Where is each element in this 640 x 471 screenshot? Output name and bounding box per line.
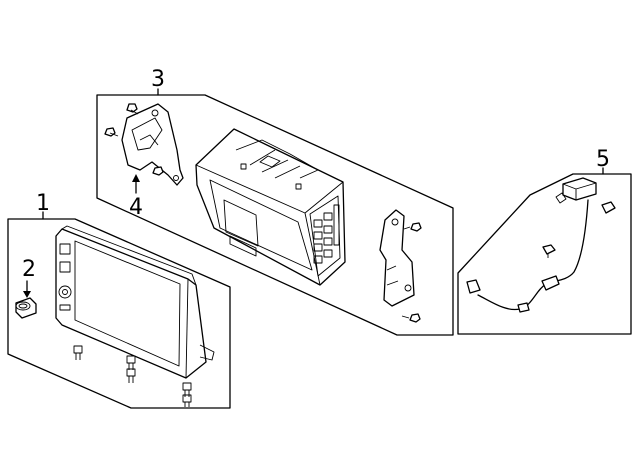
mounting-clip — [182, 394, 192, 407]
mounting-clip — [182, 382, 192, 397]
callout-2-arrowhead — [23, 291, 31, 298]
screw — [152, 166, 164, 176]
item-2-cap: 2 — [15, 257, 37, 319]
screw — [401, 313, 421, 323]
clip — [542, 244, 556, 258]
group-3-outline — [96, 94, 454, 336]
clip — [601, 201, 616, 214]
group-1-display-unit: 1 — [7, 191, 231, 409]
navigation-module — [195, 128, 346, 286]
mounting-clip — [126, 355, 136, 370]
mounting-clip — [126, 368, 136, 383]
callout-5: 5 — [596, 147, 610, 172]
group-5-harness: 5 — [457, 147, 632, 335]
callout-4: 4 — [129, 195, 143, 220]
callout-1: 1 — [36, 191, 50, 216]
screw — [126, 103, 139, 115]
sensor-module — [555, 177, 597, 204]
mounting-clip — [73, 345, 83, 360]
callout-3: 3 — [151, 67, 165, 92]
mounting-bracket — [379, 209, 415, 307]
screw — [104, 127, 119, 137]
side-bracket — [121, 103, 184, 186]
callout-4-arrowhead — [132, 174, 140, 182]
screw — [403, 222, 422, 232]
group-5-outline — [457, 173, 632, 335]
group-1-outline — [7, 218, 231, 409]
wire-harness — [466, 199, 589, 313]
group-3-navigation-unit: 3 4 — [96, 67, 454, 336]
callout-2: 2 — [22, 257, 36, 282]
display-monitor — [55, 225, 215, 379]
